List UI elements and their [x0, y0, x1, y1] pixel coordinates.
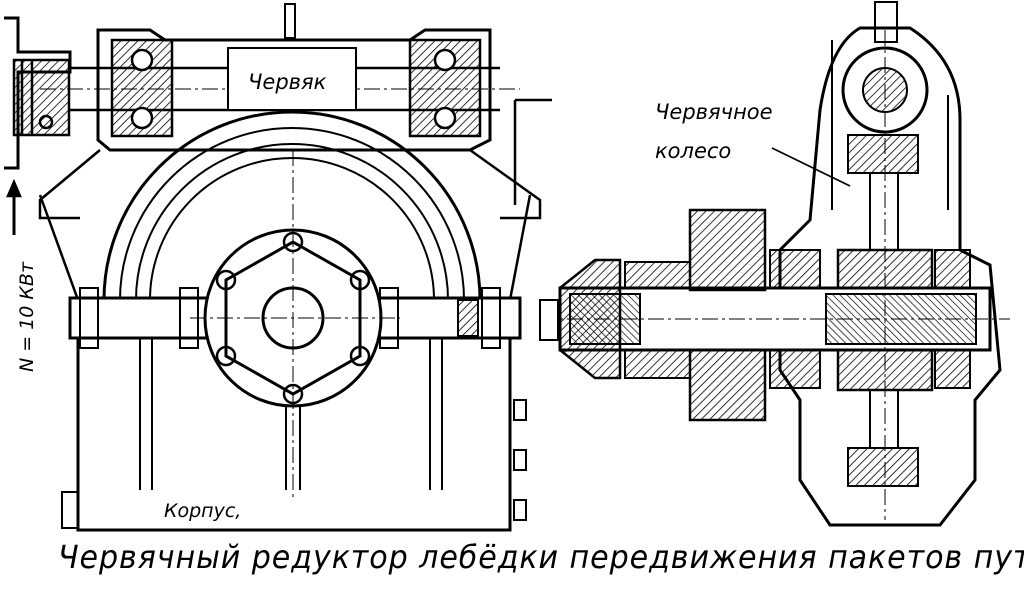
worm-label: Червяк	[248, 70, 327, 94]
worm-housing	[96, 28, 492, 152]
power-label: N = 10 КВт	[16, 261, 38, 372]
worm-wheel-arcs	[102, 110, 482, 301]
wheel-leader-line	[771, 147, 851, 187]
housing-ribs	[139, 338, 443, 490]
front-view	[4, 3, 552, 532]
worm-wheel-label-line2: колесо	[655, 139, 732, 163]
housing-label: Корпус,	[160, 500, 246, 522]
wheel-rim-bottom	[847, 447, 919, 487]
input-coupling	[4, 16, 72, 170]
worm-bearing-left	[110, 38, 174, 138]
figure-caption: Червячный редуктор лебёдки передвижения …	[58, 538, 1024, 576]
output-shaft	[540, 286, 1010, 352]
worm-bearing-right	[408, 38, 482, 138]
power-arrow	[6, 178, 22, 235]
wheel-rim-top	[847, 134, 919, 174]
worm-wheel-label-line1: Червячное	[655, 100, 773, 124]
housing-body	[76, 300, 512, 532]
wheel-housing	[778, 26, 1002, 527]
side-section-view	[539, 1, 1010, 527]
